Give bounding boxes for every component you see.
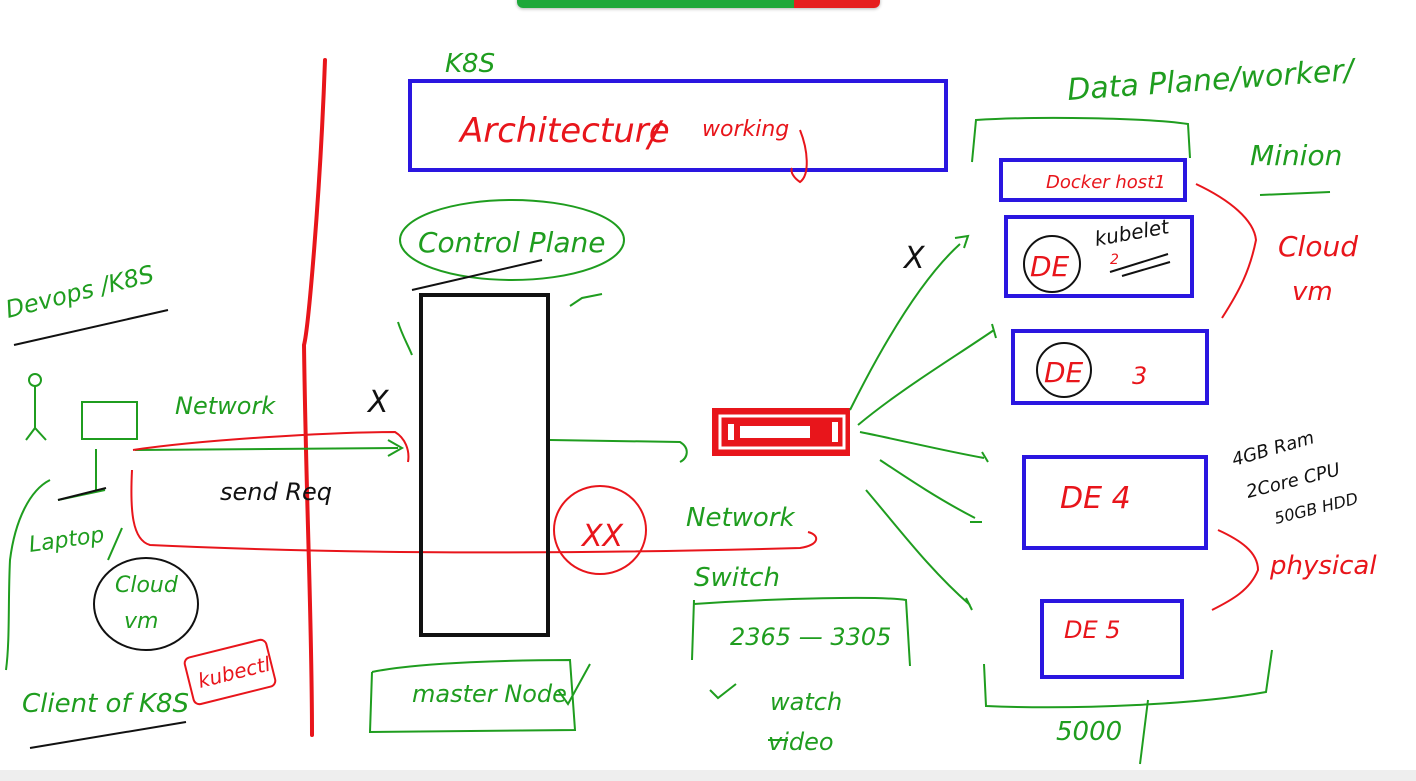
worker-count-label: 5000	[1056, 717, 1122, 747]
docker-host-box	[999, 158, 1187, 202]
screen-share-toolbar[interactable]	[517, 0, 880, 8]
control-plane-ellipse	[399, 199, 625, 281]
minion-underline	[1259, 191, 1331, 196]
laptop-tick	[107, 527, 123, 561]
user-figure	[25, 373, 47, 441]
de-circle-2	[1023, 235, 1081, 293]
x-mark-left: X	[366, 385, 390, 420]
watch-label: watch	[770, 688, 842, 716]
spec-hdd: 50GB HDD	[1272, 489, 1360, 528]
switch-range-label: 2365 — 3305	[730, 623, 891, 651]
cloud-label-left: Cloud	[115, 573, 179, 598]
physical-label: physical	[1269, 551, 1377, 581]
network-label-left: Network	[175, 392, 276, 420]
network-switch-icon	[712, 408, 850, 456]
de-label-2: DE	[1030, 250, 1070, 283]
switch-links	[849, 234, 997, 611]
bottom-scrollbar-strip	[0, 770, 1416, 781]
screen-share-status	[517, 0, 794, 8]
architecture-title: Architecture	[458, 111, 670, 151]
worker-box-2	[1004, 215, 1194, 298]
video-label: video	[768, 728, 834, 756]
laptop-icon	[57, 401, 138, 501]
cloud-vm-circle	[93, 557, 199, 651]
master-node-label: master Node	[412, 680, 567, 708]
kubectl-box	[183, 638, 277, 706]
request-arrow-red	[132, 430, 410, 463]
control-plane-label: Control Plane	[418, 226, 606, 259]
stop-share-button[interactable]	[794, 0, 880, 8]
title-box	[408, 79, 948, 172]
client-of-k8s-label: Client of K8S	[22, 689, 189, 719]
count-tick	[1139, 699, 1149, 765]
data-plane-top-brace	[971, 116, 1191, 163]
control-plane-tick	[569, 293, 603, 307]
kubelet-underline	[1109, 253, 1171, 277]
data-plane-label: Data Plane/worker/	[1066, 53, 1358, 108]
title-slash: /	[645, 114, 664, 155]
client-underline	[29, 721, 187, 749]
red-divider-line	[301, 58, 327, 737]
control-plane-pointer	[411, 259, 543, 291]
working-title: working	[702, 117, 789, 142]
worker-number-2: 2	[1110, 252, 1119, 268]
master-to-switch-arrow	[549, 439, 688, 463]
bypass-arrow-red	[130, 469, 818, 554]
devops-label: Devops /K8S	[3, 260, 157, 324]
workers-bottom-brace	[983, 649, 1273, 709]
worker-box-4	[1022, 455, 1208, 550]
master-check	[557, 663, 591, 706]
minion-label: Minion	[1250, 139, 1342, 172]
xx-label: XX	[580, 519, 625, 554]
master-bracket	[397, 321, 413, 356]
vm-label-right: vm	[1292, 277, 1333, 307]
de-circle-3	[1036, 342, 1092, 398]
spec-ram: 4GB Ram	[1230, 427, 1317, 470]
x-mark-right: X	[902, 241, 926, 276]
vm-label-left: vm	[124, 609, 158, 634]
watch-check	[709, 683, 737, 700]
working-tail	[790, 129, 808, 184]
worker-number-3: 3	[1132, 362, 1147, 390]
laptop-bracket	[5, 479, 51, 671]
cloud-bracket	[1195, 183, 1258, 319]
laptop-label: Laptop	[27, 523, 106, 558]
worker-box-3	[1011, 329, 1209, 405]
worker-box-5	[1040, 599, 1184, 679]
kubelet-label: kubelet	[1093, 214, 1172, 251]
de-label-3: DE	[1044, 356, 1084, 389]
send-req-label: send Req	[220, 478, 332, 506]
request-arrow-green	[134, 439, 405, 457]
worker-label-5: DE 5	[1064, 616, 1121, 644]
worker-label-4: DE 4	[1060, 481, 1131, 516]
switch-label: Switch	[694, 563, 780, 593]
master-bottom-brace	[368, 658, 577, 734]
docker-host-label: Docker host1	[1046, 172, 1166, 193]
master-node-box	[419, 293, 550, 637]
switch-range-brace	[691, 596, 911, 667]
network-switch-label: Network	[686, 503, 796, 533]
physical-bracket	[1211, 529, 1260, 611]
xx-circle	[553, 485, 647, 575]
kubectl-label: kubectl	[195, 652, 273, 693]
cloud-label-right: Cloud	[1278, 230, 1358, 263]
devops-underline	[13, 309, 169, 346]
k8s-label: K8S	[445, 49, 495, 79]
